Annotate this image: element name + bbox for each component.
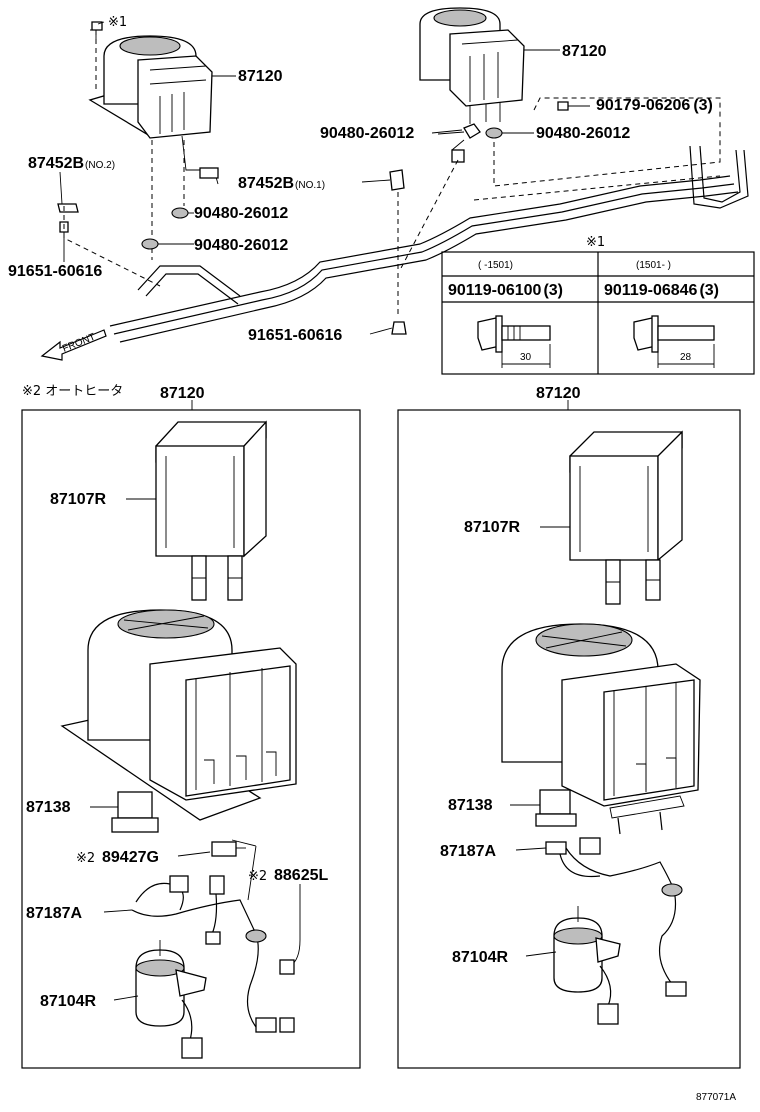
panel-left-resistor-label: 87138 bbox=[26, 799, 71, 816]
bolt-bottom-label: 91651-60616 bbox=[248, 327, 342, 344]
panel-left-sensor-note: ※2 bbox=[248, 869, 267, 884]
bracket-no1-label: 87452B(NO.1) bbox=[238, 175, 325, 192]
bolt-table-note: ※1 bbox=[586, 235, 605, 250]
clip-icon bbox=[57, 203, 79, 213]
amplifier-icon bbox=[211, 841, 246, 857]
bracket-icon bbox=[389, 169, 405, 191]
resistor-icon bbox=[535, 789, 577, 827]
clip-screw-label: 90179-06206(3) bbox=[596, 97, 713, 114]
grommet-icon bbox=[141, 238, 159, 250]
bolt-table-col2-period: (1501- ) bbox=[636, 260, 671, 271]
footer-code: 877071A bbox=[696, 1092, 736, 1103]
panel-left-harness-label: 87187A bbox=[26, 905, 82, 922]
panel-right-motor-label: 87104R bbox=[452, 949, 508, 966]
heater-core-icon bbox=[155, 420, 267, 601]
panel-left-amp-note: ※2 bbox=[76, 851, 95, 866]
panel-left-motor-label: 87104R bbox=[40, 993, 96, 1010]
bolt-table-col2-length: 28 bbox=[680, 352, 692, 363]
panel-right-harness-label: 87187A bbox=[440, 843, 496, 860]
grommet-label-b: 90480-26012 bbox=[536, 125, 630, 142]
blower-unit-icon bbox=[501, 623, 701, 835]
bolt-table-col1-part: 90119-06100(3) bbox=[448, 282, 563, 299]
heater-unit-right-top bbox=[399, 7, 721, 271]
bolt-left-label: 91651-60616 bbox=[8, 263, 102, 280]
bracket-no2-label: 87452B(NO.2) bbox=[28, 155, 115, 172]
grommet-label-d: 90480-26012 bbox=[194, 237, 288, 254]
panel-right-frame bbox=[397, 409, 741, 1069]
front-label: FRONT bbox=[61, 332, 97, 355]
panel-right-core-label: 87107R bbox=[464, 519, 520, 536]
grommet-label-c: 90480-26012 bbox=[194, 205, 288, 222]
unit-left-label: 87120 bbox=[238, 68, 283, 85]
panel-left-frame bbox=[21, 409, 361, 1069]
heater-pipes bbox=[109, 145, 749, 343]
panel-left-note: ※2 オートヒータ bbox=[22, 384, 123, 399]
wire-harness-icon bbox=[131, 839, 295, 1033]
panel-right-resistor-label: 87138 bbox=[448, 797, 493, 814]
panel-right-title: 87120 bbox=[536, 385, 581, 402]
temperature-sensor-icon bbox=[279, 884, 301, 975]
screw-icon bbox=[557, 101, 569, 111]
grommet-label-a: 90480-26012 bbox=[320, 125, 414, 142]
blower-motor-icon bbox=[135, 940, 207, 1059]
bolt-note-label: ※1 bbox=[108, 15, 127, 30]
bolt-table-col1-length: 30 bbox=[520, 352, 532, 363]
panel-left-amp-label: 89427G bbox=[102, 849, 159, 866]
grommet-icon bbox=[171, 207, 189, 219]
blower-motor-icon bbox=[553, 906, 621, 1025]
bolt-table-col2-part: 90119-06846(3) bbox=[604, 282, 719, 299]
panel-left-core-label: 87107R bbox=[50, 491, 106, 508]
bolt-icon bbox=[91, 21, 103, 31]
resistor-icon bbox=[111, 791, 159, 833]
panel-left-sensor-label: 88625L bbox=[274, 867, 328, 884]
bolt-table-col1-period: ( -1501) bbox=[478, 260, 513, 271]
blower-unit-icon bbox=[60, 609, 297, 821]
heater-unit-left-top bbox=[88, 29, 219, 260]
unit-right-label: 87120 bbox=[562, 43, 607, 60]
front-arrow-icon: FRONT bbox=[40, 329, 107, 361]
flange-bolt-icon bbox=[477, 315, 551, 368]
heater-core-icon bbox=[569, 430, 683, 605]
bolt-table: ※1 ( -1501) (1501- ) 90119-06100(3) 9011… bbox=[441, 235, 755, 375]
flange-bolt-icon bbox=[633, 315, 715, 368]
wire-harness-icon bbox=[545, 837, 687, 997]
panel-left-title: 87120 bbox=[160, 385, 205, 402]
bolt-icon bbox=[391, 321, 407, 335]
hardware-parts bbox=[57, 21, 569, 335]
